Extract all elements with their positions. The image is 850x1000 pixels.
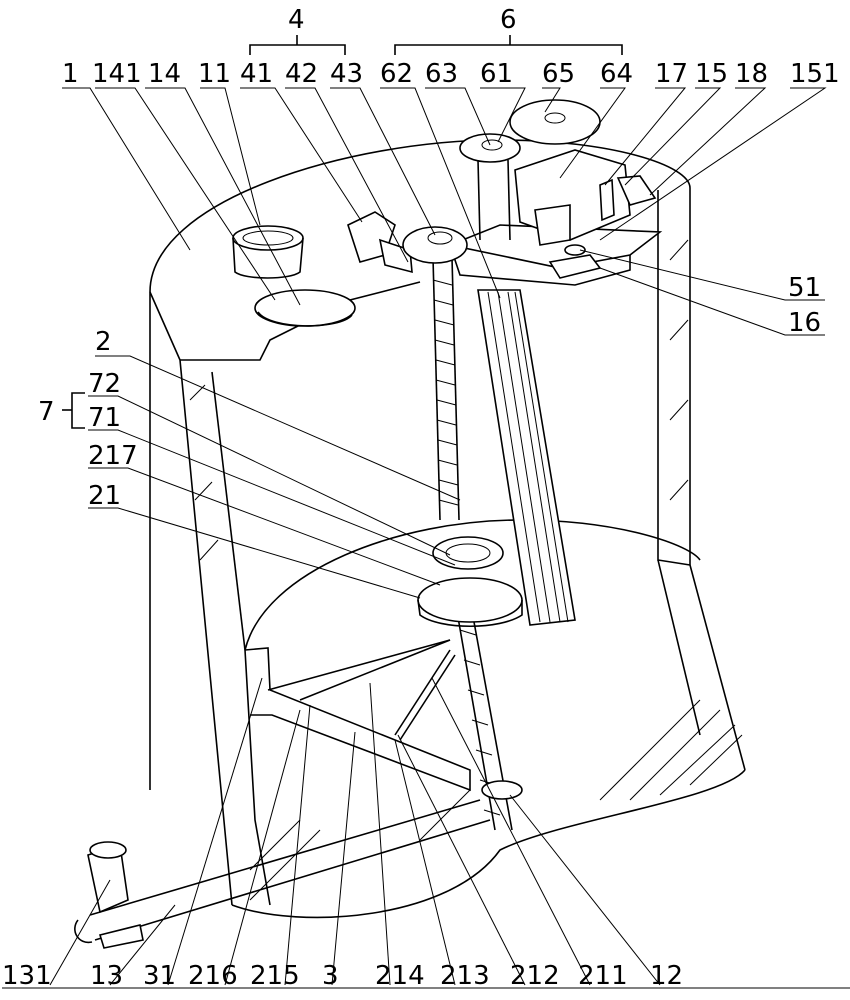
motor-41 [347, 211, 413, 274]
gear-61 [459, 133, 521, 241]
label-15: 15 [695, 59, 728, 89]
label-72: 72 [88, 369, 121, 399]
gear-65 [509, 99, 601, 145]
label-1: 1 [62, 59, 79, 89]
label-17: 17 [655, 59, 688, 89]
label-7: 7 [38, 397, 55, 427]
label-21: 21 [88, 481, 121, 511]
discharge-pipe-13 [74, 799, 491, 949]
ring-72 [432, 536, 504, 570]
label-18: 18 [735, 59, 768, 89]
label-2: 2 [95, 327, 112, 357]
brace-4 [249, 35, 346, 55]
labels: 4 6 1 141 14 11 41 42 43 62 63 61 65 64 … [2, 5, 840, 991]
outlet-12 [481, 780, 523, 800]
gear-21 [417, 577, 523, 627]
label-214: 214 [375, 961, 425, 991]
label-131: 131 [2, 961, 52, 991]
label-64: 64 [600, 59, 633, 89]
port-11 [232, 225, 304, 279]
label-31: 31 [143, 961, 176, 991]
label-16: 16 [788, 308, 821, 338]
label-65: 65 [542, 59, 575, 89]
label-215: 215 [250, 961, 300, 991]
lid-14 [254, 289, 356, 327]
label-43: 43 [330, 59, 363, 89]
label-51: 51 [788, 273, 821, 303]
label-11: 11 [198, 59, 231, 89]
label-3: 3 [322, 961, 339, 991]
brace-6 [394, 35, 623, 55]
label-12: 12 [650, 961, 683, 991]
label-42: 42 [285, 59, 318, 89]
label-151: 151 [790, 59, 840, 89]
label-14: 14 [148, 59, 181, 89]
label-41: 41 [240, 59, 273, 89]
label-63: 63 [425, 59, 458, 89]
label-62: 62 [380, 59, 413, 89]
label-216: 216 [188, 961, 238, 991]
label-141: 141 [92, 59, 142, 89]
spline-shaft [477, 289, 576, 626]
label-6: 6 [500, 5, 517, 35]
label-71: 71 [88, 403, 121, 433]
label-212: 212 [510, 961, 560, 991]
label-213: 213 [440, 961, 490, 991]
brace-7 [62, 392, 85, 429]
tank-body [149, 139, 746, 919]
worm-wheel-43 [402, 226, 468, 264]
wall-hatching [189, 239, 743, 901]
label-13: 13 [90, 961, 123, 991]
label-217: 217 [88, 441, 138, 471]
label-211: 211 [578, 961, 628, 991]
leader-lines [2, 87, 850, 989]
scraper-frame [244, 639, 471, 792]
label-61: 61 [480, 59, 513, 89]
label-4: 4 [288, 5, 305, 35]
platform-18 [447, 224, 663, 286]
